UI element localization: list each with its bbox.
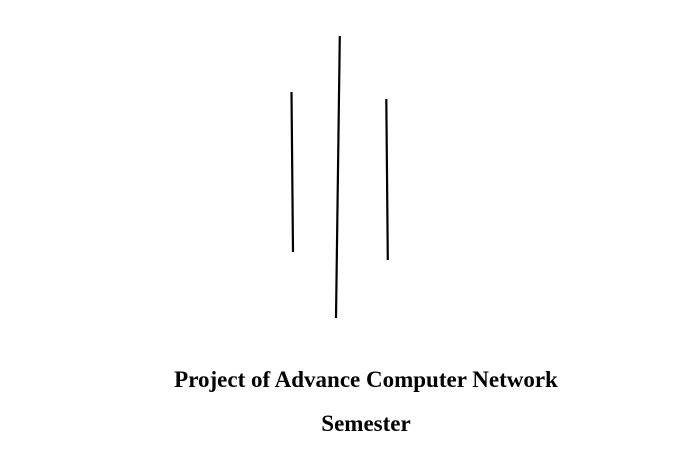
document-subtitle: Semester (321, 411, 411, 436)
center-line (334, 35, 341, 319)
document-title: Project of Advance Computer Network (174, 367, 558, 392)
left-line (290, 91, 295, 253)
right-line (385, 98, 389, 261)
logo-lines-graphic (290, 35, 389, 319)
